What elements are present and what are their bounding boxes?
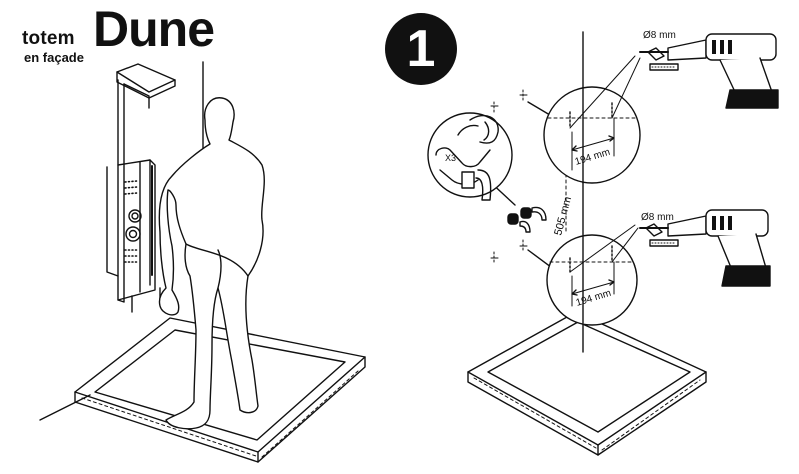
shower-panel-icon xyxy=(106,63,176,313)
drill-bit-label-bottom: Ø8 mm xyxy=(641,212,674,223)
wall-plug-icon xyxy=(647,47,679,71)
drill-icon xyxy=(639,33,779,109)
elbow-fitting-icon xyxy=(507,206,547,233)
zoom-detail-bottom xyxy=(527,224,639,326)
step-number-badge: 1 xyxy=(385,13,457,85)
product-title: Dune xyxy=(93,1,215,57)
vertical-distance-label: 505 mm xyxy=(552,195,574,237)
shower-tray-icon xyxy=(74,317,366,463)
wall-corner-left xyxy=(39,61,204,421)
brand-name: totem xyxy=(22,28,75,49)
shower-tray-icon xyxy=(467,311,707,456)
brand-subtitle: en façade xyxy=(24,50,84,65)
drill-icon xyxy=(639,209,771,287)
drill-bit-label-top: Ø8 mm xyxy=(643,30,676,41)
fittings-detail xyxy=(427,112,516,206)
wall-plug-icon xyxy=(645,223,679,247)
zoom-detail-top xyxy=(527,55,641,184)
quantity-label: X3 xyxy=(445,153,456,163)
person-icon xyxy=(158,97,265,430)
